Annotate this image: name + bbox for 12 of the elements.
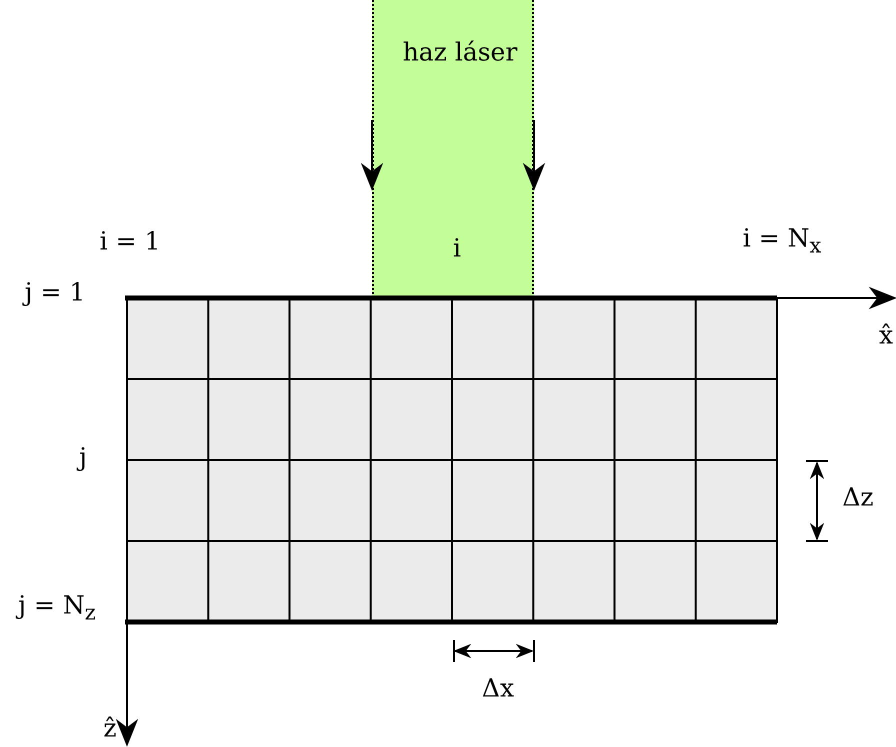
math-label: x̂ [878,322,894,348]
beam-label: i [453,236,461,260]
math-label: Δx [482,676,514,700]
math-label: ẑ [103,716,117,740]
beam-label: haz láser [402,40,518,64]
math-label: Δz [842,484,874,510]
math-label: j [79,444,87,470]
math-label: j = 1 [24,280,86,304]
laser-beam-band [372,0,534,298]
math-label: i = 1 [100,228,160,254]
math-label: j = N$_{z}$ [18,592,96,624]
math-label: i = N$_{x}$ [742,226,822,256]
